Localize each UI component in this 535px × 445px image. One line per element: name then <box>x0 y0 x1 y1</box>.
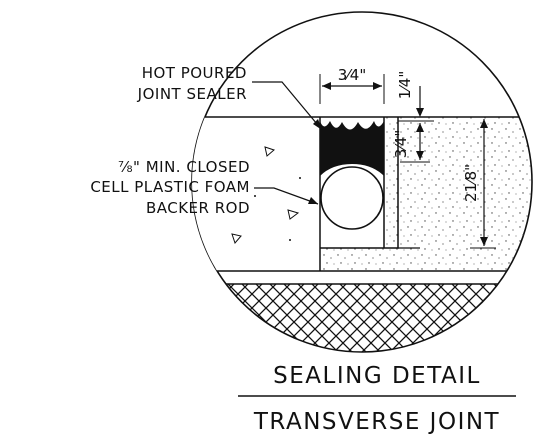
subbase-layer <box>192 284 532 352</box>
backer-label-line2: CELL PLASTIC FOAM <box>90 178 250 196</box>
sealer-label-line2: JOINT SEALER <box>137 85 247 103</box>
joint-sealer <box>320 121 384 176</box>
backer-leader <box>254 187 319 205</box>
backer-label-line1: ⅞" MIN. CLOSED <box>118 158 250 176</box>
aggregate-mark <box>264 146 275 157</box>
title-line1: SEALING DETAIL <box>273 363 481 389</box>
sealer-leader <box>252 81 323 131</box>
backer-label-line3: BACKER ROD <box>146 199 250 217</box>
joint-reservoir-outline <box>319 117 399 271</box>
joint-width-dim: 3⁄4" <box>338 66 367 84</box>
recess-depth-dim: 1⁄4" <box>396 71 414 100</box>
backer-rod <box>320 166 384 230</box>
aggregate-mark <box>231 233 242 244</box>
right-slab <box>384 117 532 271</box>
total-depth-dim: 21⁄8" <box>462 164 480 202</box>
sawcut-lower <box>320 248 384 271</box>
sealer-label-line1: HOT POURED <box>142 64 247 82</box>
aggregate-mark <box>287 209 300 220</box>
title-line2: TRANSVERSE JOINT <box>253 409 500 435</box>
sealer-depth-dim: 3⁄4" <box>392 130 410 159</box>
left-slab <box>192 117 318 271</box>
